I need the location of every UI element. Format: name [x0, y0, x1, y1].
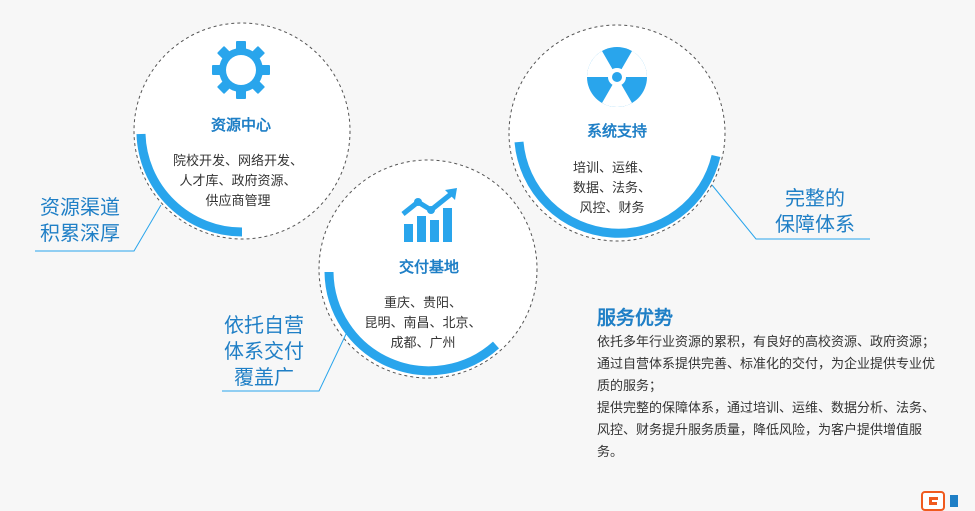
delivery-desc-line: 成都、广州 [390, 336, 456, 351]
side-label-line: 覆盖广 [234, 365, 294, 389]
delivery-side-label: 依托自营 体系交付 覆盖广 [224, 312, 304, 390]
support-connector [711, 184, 870, 240]
side-label-line: 依托自营 [224, 313, 304, 337]
support-title: 系统支持 [586, 122, 648, 140]
resource-connector [35, 204, 162, 252]
resource-desc-line: 院校开发、网络开发、 [172, 154, 304, 169]
delivery-desc: 重庆、贵阳、 昆明、南昌、北京、 成都、广州 [364, 294, 481, 354]
bar-chart-trend-icon [401, 188, 457, 242]
support-arc [514, 141, 721, 238]
resource-desc-line: 供应商管理 [205, 194, 271, 209]
radiation-icon [586, 47, 648, 107]
support-desc: 培训、运维、 数据、法务、 风控、财务 [573, 159, 651, 219]
delivery-desc-line: 昆明、南昌、北京、 [364, 316, 482, 331]
delivery-dashed-ring [318, 159, 538, 379]
support-desc-line: 风控、财务 [579, 201, 645, 216]
delivery-connector [222, 331, 348, 392]
resource-desc-line: 人才库、政府资源、 [179, 174, 297, 189]
resource-dashed-ring [133, 22, 351, 240]
delivery-arc [324, 271, 500, 376]
support-side-label: 完整的 保障体系 [775, 185, 855, 237]
advantage-paragraph: 依托多年行业资源的累积，有良好的高校资源、政府资源； [597, 335, 936, 350]
support-desc-line: 培训、运维、 [572, 161, 652, 176]
resource-desc: 院校开发、网络开发、 人才库、政府资源、 供应商管理 [173, 152, 303, 212]
advantage-title: 服务优势 [597, 307, 674, 329]
resource-title: 资源中心 [210, 116, 272, 134]
side-label-line: 资源渠道 [40, 195, 120, 219]
delivery-desc-line: 重庆、贵阳、 [383, 296, 463, 311]
corner-widget-icon[interactable] [920, 491, 975, 511]
side-label-line: 完整的 [785, 186, 845, 210]
side-label-line: 积累深厚 [40, 221, 120, 245]
side-label-line: 体系交付 [224, 339, 304, 363]
support-desc-line: 数据、法务、 [572, 181, 652, 196]
resource-arc [136, 133, 243, 237]
gear-icon [212, 41, 270, 99]
support-dashed-ring [508, 24, 726, 242]
advantage-paragraph: 提供完整的保障体系，通过培训、运维、数据分析、法务、风控、财务提升服务质量，降低… [597, 401, 936, 460]
advantage-body: 依托多年行业资源的累积，有良好的高校资源、政府资源； 通过自营体系提供完善、标准… [597, 332, 947, 464]
side-label-line: 保障体系 [775, 212, 855, 236]
delivery-title: 交付基地 [398, 258, 460, 276]
advantage-paragraph: 通过自营体系提供完善、标准化的交付，为企业提供专业优质的服务； [597, 357, 936, 394]
resource-side-label: 资源渠道 积累深厚 [40, 194, 120, 246]
